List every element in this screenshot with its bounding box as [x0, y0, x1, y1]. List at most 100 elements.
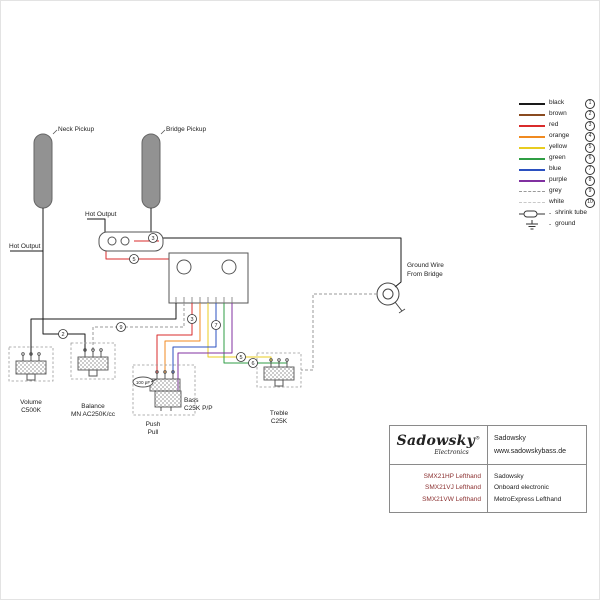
wire-color-swatch [519, 157, 545, 160]
dealer-name: Sadowsky [494, 435, 526, 442]
treble-pot-body [263, 366, 295, 381]
description-line: Sadowsky [494, 473, 524, 480]
hot-output-bridge-label: Hot Output [85, 211, 117, 218]
legend-label: shrink tube [555, 209, 587, 217]
svg-text:2: 2 [61, 332, 64, 338]
wire-color-swatch [519, 102, 545, 105]
registered-mark: ® [475, 435, 481, 442]
model-list: SMX21HP Lefthand SMX21VJ Lefthand SMX21V… [390, 464, 487, 512]
wire-marker: 9 [116, 322, 126, 332]
wire-board-orange [164, 303, 201, 373]
wire-board-red [156, 303, 193, 373]
legend-label: red [549, 121, 559, 129]
title-block: Sadowsky® Electronics Sadowsky www.sadow… [389, 425, 587, 513]
volume-pot: Volume C500K [8, 346, 54, 414]
wire-color-swatch [519, 146, 545, 149]
dealer-info: Sadowsky www.sadowskybass.de [487, 426, 586, 464]
svg-text:3: 3 [190, 317, 193, 323]
volume-label: Volume [20, 399, 42, 406]
ground-ring-inner [382, 288, 394, 300]
brand-name: Sadowsky® [396, 433, 481, 449]
legend-row: orange 4 [519, 131, 595, 142]
balance-pot-body [77, 356, 109, 371]
legend-label: blue [549, 165, 562, 173]
bass-cap-label: 100 pF [136, 380, 150, 385]
legend-label: yellow [549, 143, 568, 151]
svg-text:5: 5 [132, 257, 135, 263]
legend-number: 8 [585, 175, 595, 186]
balance-pot: Balance MN AC250K/cc [70, 342, 116, 418]
dealer-website: www.sadowskybass.de [494, 448, 566, 455]
wire-color-swatch [519, 113, 545, 116]
wire-marker: 6 [248, 358, 258, 368]
wire-ground-shield [301, 293, 377, 371]
wire-marker: 7 [211, 320, 221, 330]
legend-row-shrink-tube: - shrink tube [519, 208, 595, 219]
wire-marker: 3 [148, 233, 158, 243]
ground-wire-label-2: From Bridge [407, 271, 443, 278]
legend-label: orange [549, 132, 570, 140]
description-line: MetroExpress Lefthand [494, 495, 562, 503]
wire-ground-to-bridge [163, 237, 402, 288]
legend-row: black 1 [519, 98, 595, 109]
legend-number: 3 [585, 120, 595, 131]
bridge-pickup-label: Bridge Pickup [166, 126, 206, 133]
legend-row: green 6 [519, 153, 595, 164]
description-line: Onboard electronic [494, 484, 549, 492]
hot-output-neck-label: Hot Output [9, 243, 41, 250]
balance-label: Balance [81, 403, 105, 410]
bass-pot-body [149, 378, 181, 392]
wire-color-swatch [519, 135, 545, 138]
wire-board-yellow [207, 303, 272, 361]
diagram-description: Sadowsky Onboard electronic MetroExpress… [487, 464, 586, 512]
wire-board-blue [172, 303, 217, 373]
sadowsky-logo: Sadowsky® Electronics [390, 426, 487, 464]
legend-number: 4 [585, 131, 595, 142]
wire-marker: 5 [129, 254, 139, 264]
wire-color-swatch [519, 202, 545, 203]
push-pull-label-1: Push [146, 421, 161, 428]
legend-row: blue 7 [519, 164, 595, 175]
volume-value: C500K [21, 407, 42, 414]
legend-number: 10 [585, 197, 595, 208]
hot-output-neck: Hot Output [9, 243, 43, 252]
legend-separator: - [549, 210, 552, 217]
push-pull-switch [154, 390, 182, 408]
wire-color-legend: black 1 brown 2 red 3 orange 4 yellow 5 … [519, 98, 595, 230]
bass-pot: 100 pF Bass C25K P/P Push Pull [132, 364, 213, 436]
bass-capacitor [132, 376, 154, 388]
push-pull-label-2: Pull [148, 429, 159, 436]
ground-ring-outer [376, 282, 400, 306]
model-item: SMX21VW Lefthand [422, 495, 481, 503]
wire-board-green [223, 303, 288, 364]
hot-output-bridge: Hot Output [85, 211, 117, 232]
wire-color-swatch [519, 168, 545, 171]
treble-value: C25K [271, 418, 288, 425]
neck-pickup: Neck Pickup [33, 126, 95, 209]
ground-icon [526, 219, 538, 229]
wire-marker: 2 [58, 329, 68, 339]
legend-label: black [549, 99, 565, 107]
legend-number: 2 [585, 109, 595, 120]
legend-row: brown 2 [519, 109, 595, 120]
svg-text:7: 7 [214, 323, 217, 329]
treble-pot: Treble C25K [256, 352, 302, 425]
wire-color-swatch [519, 124, 545, 127]
wire-color-swatch [519, 179, 545, 182]
svg-text:9: 9 [119, 325, 122, 331]
legend-number: 9 [585, 186, 595, 197]
bridge-ground-ring: Ground Wire From Bridge [376, 262, 444, 314]
legend-number: 7 [585, 164, 595, 175]
balance-value: MN AC250K/cc [71, 411, 116, 418]
treble-label: Treble [270, 410, 289, 417]
legend-row: yellow 5 [519, 142, 595, 153]
legend-label: brown [549, 110, 567, 118]
neck-pickup-body [33, 133, 53, 209]
legend-separator: - [549, 221, 552, 228]
legend-label: purple [549, 176, 568, 184]
volume-pot-body [15, 360, 47, 375]
wire-marker: 3 [187, 314, 197, 324]
wire-board-black [30, 303, 177, 355]
bridge-pickup-body [141, 133, 161, 209]
output-jack-body [98, 231, 164, 252]
